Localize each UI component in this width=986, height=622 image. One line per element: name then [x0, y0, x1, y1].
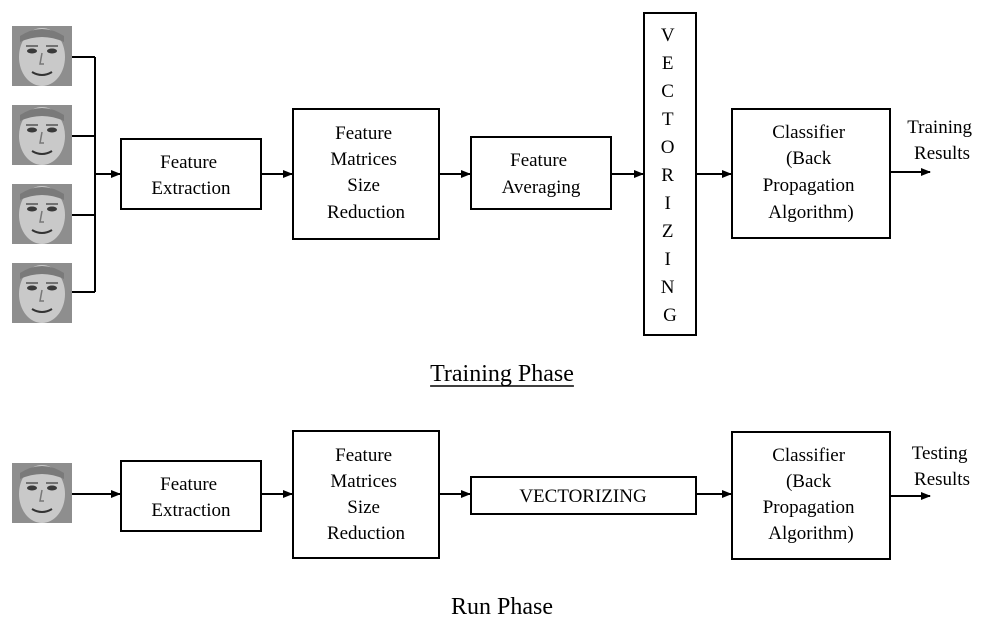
- vectorizing-letter: N: [661, 277, 675, 298]
- svg-text:Classifier (Back P: Classifier (Back Propagation Algorithm): [763, 445, 860, 544]
- size-reduction-box: [292, 430, 440, 559]
- box-label: Feature: [335, 123, 392, 144]
- vectorizing-letter: C: [661, 81, 674, 102]
- feature-extraction-box: [120, 460, 262, 532]
- vectorizing-box: [470, 476, 697, 515]
- feature-extraction-box: [120, 138, 262, 210]
- face-image: [11, 183, 73, 245]
- classifier-box: [731, 431, 891, 560]
- svg-text:Feature Averaging: Feature Averaging: [502, 150, 581, 198]
- box-label: Feature: [510, 150, 567, 171]
- run-phase: Feature Extraction Feature Matrices Size…: [11, 430, 972, 620]
- box-label: Size: [347, 175, 380, 196]
- output-label: Testing: [912, 443, 968, 464]
- box-label: (Back: [786, 471, 832, 492]
- box-label: Reduction: [327, 202, 406, 223]
- box-label: Matrices: [330, 149, 396, 170]
- svg-text:V E C T: V E C T O R I Z I N G: [661, 25, 679, 326]
- box-label: Averaging: [502, 177, 581, 198]
- vectorizing-letter: O: [661, 137, 675, 158]
- box-label: (Back: [786, 148, 832, 169]
- box-label: Algorithm): [768, 523, 854, 544]
- svg-text:Classifier (Back P: Classifier (Back Propagation Algorithm): [763, 122, 860, 223]
- svg-text:Feature Extraction: Feature Extraction: [151, 474, 231, 521]
- box-label: Reduction: [327, 523, 406, 544]
- vectorizing-letter: G: [663, 305, 677, 326]
- vectorizing-letter: R: [661, 165, 674, 186]
- svg-text:Feature Matrices S: Feature Matrices Size Reduction: [327, 445, 406, 544]
- box-label: Size: [347, 497, 380, 518]
- output-label: Training: [907, 117, 972, 138]
- face-image: [11, 25, 73, 87]
- vectorizing-letter: E: [662, 53, 674, 74]
- face-bracket: [72, 56, 96, 293]
- box-label: Extraction: [151, 178, 231, 199]
- box-label: Classifier: [772, 445, 845, 466]
- vectorizing-letter: I: [664, 193, 670, 214]
- training-phase-title: Training Phase: [430, 361, 574, 387]
- vectorizing-letter: T: [662, 109, 674, 130]
- vectorizing-vertical-box: [643, 12, 697, 336]
- box-label: Feature: [160, 152, 217, 173]
- box-label: Classifier: [772, 122, 845, 143]
- vectorizing-letter: I: [664, 249, 670, 270]
- training-phase: Feature Extraction Feature Matrices Size…: [11, 12, 977, 387]
- svg-text:Training Results: Training Results: [907, 117, 977, 164]
- output-label: Results: [914, 469, 970, 490]
- box-label: VECTORIZING: [519, 486, 647, 507]
- box-label: Extraction: [151, 500, 231, 521]
- run-phase-title: Run Phase: [451, 594, 553, 620]
- box-label: Feature: [335, 445, 392, 466]
- box-label: Propagation: [763, 175, 855, 196]
- output-label: Results: [914, 143, 970, 164]
- svg-text:Feature Matrices S: Feature Matrices Size Reduction: [327, 123, 406, 223]
- feature-averaging-box: [470, 136, 612, 210]
- box-label: Propagation: [763, 497, 855, 518]
- face-image: [11, 462, 73, 524]
- classifier-box: [731, 108, 891, 239]
- vectorizing-letter: Z: [662, 221, 674, 242]
- svg-text:Testing Results: Testing Results: [912, 443, 972, 490]
- vectorizing-letter: V: [661, 25, 675, 46]
- box-label: Matrices: [330, 471, 396, 492]
- svg-text:Feature Extraction: Feature Extraction: [151, 152, 231, 199]
- box-label: Feature: [160, 474, 217, 495]
- face-image: [11, 262, 73, 324]
- face-image: [11, 104, 73, 166]
- box-label: Algorithm): [768, 202, 854, 223]
